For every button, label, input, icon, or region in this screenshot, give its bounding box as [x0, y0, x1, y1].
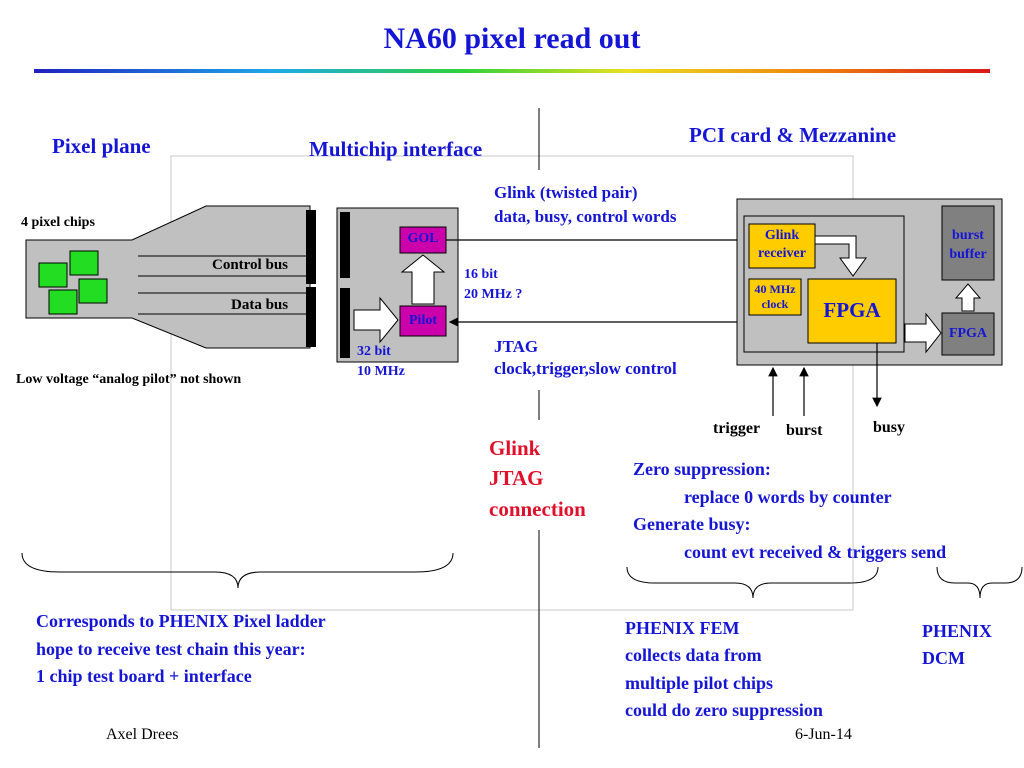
gol-label: GOL — [407, 231, 439, 246]
connection-label-line2: JTAG — [489, 466, 544, 490]
title-underline — [34, 69, 990, 73]
rate-20-mhz: 20 MHz ? — [464, 287, 523, 302]
chips-label: 4 pixel chips — [21, 215, 95, 230]
data-bus-connector — [306, 287, 316, 347]
pilot-label: Pilot — [409, 313, 437, 328]
fem-line3: multiple pilot chips — [625, 673, 774, 693]
rate-10-mhz: 10 MHz — [357, 364, 405, 379]
burst-buffer-label-line2: buffer — [949, 247, 987, 262]
heading-pci-card: PCI card & Mezzanine — [689, 123, 897, 147]
burst-buffer-box — [941, 205, 995, 281]
dcm-line1: PHENIX — [922, 621, 993, 641]
replace-label: replace 0 words by counter — [684, 487, 892, 507]
pixel-brace — [21, 552, 454, 589]
control-bus-connector — [306, 210, 316, 284]
data-bus-label: Data bus — [231, 297, 289, 313]
analog-pilot-note: Low voltage “analog pilot” not shown — [16, 372, 242, 387]
fpga-mezz-label: FPGA — [948, 326, 988, 341]
glink-label-line1: Glink (twisted pair) — [494, 183, 638, 202]
generate-busy-label: Generate busy: — [633, 514, 751, 534]
connection-label-line3: connection — [489, 497, 586, 521]
burst-label: burst — [786, 422, 823, 439]
clock-box — [748, 278, 802, 316]
footer-date: 6-Jun-14 — [795, 726, 852, 743]
fem-line1: PHENIX FEM — [625, 618, 740, 638]
glink-receiver-label-line1: Glink — [764, 228, 800, 243]
receiver-to-fpga-arrow — [814, 235, 867, 277]
fem-line2: collects data from — [625, 645, 762, 665]
count-label: count evt received & triggers send — [684, 542, 947, 562]
heading-multichip-interface: Multichip interface — [309, 137, 483, 161]
fem-line4: could do zero suppression — [625, 700, 823, 720]
pixel-chip — [69, 250, 99, 276]
clock-label-line1: 40 MHz — [754, 282, 796, 296]
bottom-left-line1: Corresponds to PHENIX Pixel ladder — [36, 611, 326, 631]
clock-label: 40 MHz clock — [749, 282, 801, 312]
bottom-left-line2: hope to receive test chain this year: — [36, 639, 306, 659]
rate-32-bit: 32 bit — [357, 344, 391, 359]
burst-buffer-label-line1: burst — [952, 228, 984, 243]
trigger-label: trigger — [713, 420, 761, 437]
clock-label-line2: clock — [761, 297, 789, 311]
interface-connector-bottom — [340, 288, 350, 358]
fpga-to-mezz-arrow — [904, 312, 942, 354]
rate-16-bit: 16 bit — [464, 267, 498, 282]
dcm-brace — [936, 566, 1023, 599]
background-frame — [170, 155, 854, 611]
mezz-to-buffer-arrow — [954, 283, 982, 312]
glink-receiver-label: Glink receiver — [749, 227, 815, 263]
bottom-left-line3: 1 chip test board + interface — [36, 666, 252, 686]
connection-label-line1: Glink — [489, 436, 541, 460]
pixel-chip — [38, 262, 68, 288]
jtag-label-line1: JTAG — [494, 337, 539, 356]
busy-label: busy — [873, 419, 906, 436]
fpga-mezz-box — [941, 312, 995, 356]
glink-receiver-label-line2: receiver — [758, 246, 806, 261]
pilot-box — [399, 305, 447, 337]
footer-author: Axel Drees — [106, 726, 179, 743]
jtag-label-line2: clock,trigger,slow control — [494, 359, 677, 378]
heading-pixel-plane: Pixel plane — [52, 134, 151, 158]
pixel-plane-shape — [25, 205, 311, 349]
pilot-to-gol-arrow — [400, 254, 446, 305]
burst-buffer-label: burst buffer — [942, 226, 994, 264]
fpga-main-box — [807, 278, 897, 344]
pixel-chip — [48, 289, 78, 315]
control-bus-label: Control bus — [212, 257, 288, 273]
glink-receiver-box — [748, 223, 816, 269]
page-title: NA60 pixel read out — [383, 22, 641, 55]
fem-brace — [626, 566, 879, 599]
fpga-main-label: FPGA — [823, 298, 881, 322]
dcm-line2: DCM — [922, 648, 965, 668]
pixel-chip — [78, 278, 108, 304]
zero-suppression-label: Zero suppression: — [633, 459, 771, 479]
databus-to-pilot-arrow — [353, 296, 399, 344]
interface-connector-top — [340, 212, 350, 278]
glink-label-line2: data, busy, control words — [494, 207, 677, 226]
